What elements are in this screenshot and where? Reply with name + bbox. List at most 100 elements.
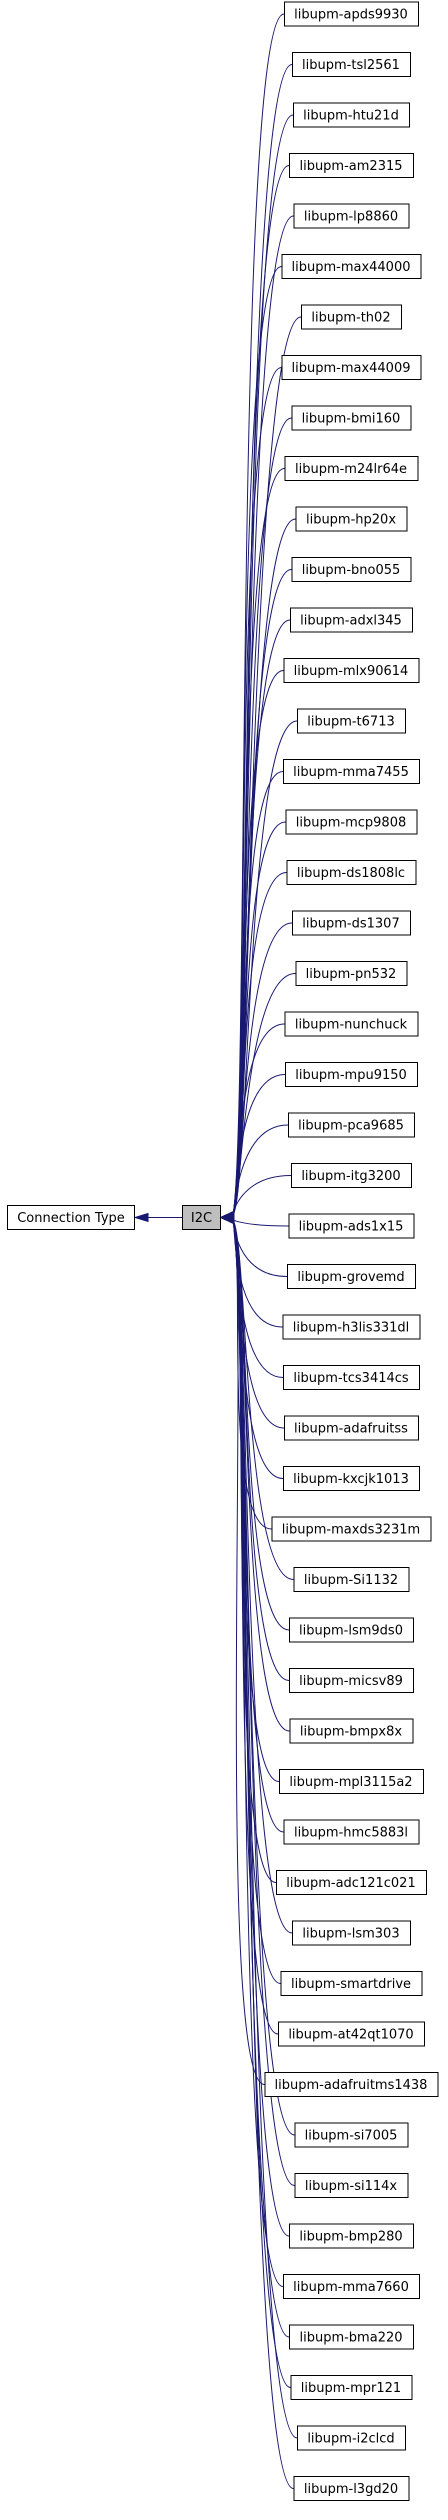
child-node[interactable]: libupm-am2315	[289, 153, 414, 178]
child-node[interactable]: libupm-tcs3414cs	[283, 1365, 420, 1390]
child-node[interactable]: libupm-lsm303	[292, 1920, 411, 1946]
child-node[interactable]: libupm-max44009	[281, 355, 422, 380]
child-node-box	[294, 2122, 409, 2148]
child-node-label: libupm-mpr121	[301, 2381, 401, 2396]
child-node-box	[284, 1011, 419, 1037]
child-node-box	[283, 658, 420, 683]
child-node[interactable]: libupm-ds1808lc	[286, 860, 417, 885]
child-node[interactable]: libupm-mma7660	[283, 2274, 420, 2299]
child-node[interactable]: libupm-at42qt1070	[278, 2021, 425, 2047]
child-node[interactable]: libupm-grovemd	[287, 1264, 416, 1289]
child-node-label: libupm-bma220	[299, 2331, 402, 2346]
child-node[interactable]: libupm-bmp280	[289, 2223, 414, 2249]
child-node[interactable]: libupm-max44000	[281, 254, 422, 279]
child-node-label: libupm-micsv89	[299, 1674, 403, 1689]
child-node[interactable]: libupm-bmpx8x	[289, 1718, 414, 1744]
child-node-box	[291, 1163, 412, 1188]
child-node-box	[288, 1213, 415, 1239]
child-node-box	[279, 1769, 424, 1794]
child-node-label: libupm-l3gd20	[304, 2482, 398, 2497]
child-node-label: libupm-tsl2561	[302, 58, 400, 73]
child-node[interactable]: libupm-smartdrive	[280, 1971, 423, 1996]
child-node-box	[285, 809, 418, 835]
child-node[interactable]: libupm-i2clcd	[297, 2425, 406, 2451]
child-node[interactable]: libupm-h3lis331dl	[282, 1314, 421, 1340]
edges-layer	[133, 13, 302, 2489]
child-node-box	[297, 2425, 406, 2451]
child-node-label: libupm-Si1132	[304, 1573, 398, 1588]
child-node-box	[283, 759, 420, 784]
child-node[interactable]: libupm-l3gd20	[293, 2476, 410, 2501]
child-node[interactable]: libupm-bmi160	[291, 405, 412, 431]
child-node[interactable]: libupm-si114x	[294, 2173, 409, 2198]
child-node[interactable]: libupm-mpr121	[290, 2375, 413, 2400]
child-node[interactable]: libupm-hp20x	[295, 506, 408, 532]
child-node-label: libupm-bmpx8x	[300, 1725, 402, 1740]
child-node-label: libupm-mma7660	[293, 2280, 409, 2295]
child-node[interactable]: libupm-mcp9808	[285, 809, 418, 835]
child-node-label: libupm-ds1307	[302, 917, 399, 932]
child-node-label: libupm-kxcjk1013	[293, 1472, 409, 1487]
dependency-edge	[232, 367, 282, 1216]
child-node[interactable]: libupm-tsl2561	[292, 52, 411, 77]
child-node[interactable]: libupm-hmc5883l	[283, 1819, 420, 1845]
child-node[interactable]: libupm-ads1x15	[288, 1213, 415, 1239]
child-node[interactable]: libupm-adc121c021	[276, 1870, 427, 1895]
child-node-label: libupm-smartdrive	[291, 1977, 411, 1992]
root-node[interactable]: Connection Type	[7, 1205, 135, 1230]
child-node-label: libupm-am2315	[299, 159, 402, 174]
child-node[interactable]: libupm-maxds3231m	[271, 1516, 432, 1542]
dependency-edge	[232, 1219, 293, 1934]
child-node[interactable]: libupm-ds1307	[292, 910, 411, 936]
child-node-box	[301, 304, 402, 330]
child-node[interactable]: libupm-apds9930	[284, 1, 419, 27]
child-node[interactable]: libupm-si7005	[294, 2122, 409, 2148]
child-node[interactable]: libupm-adxl345	[290, 607, 413, 633]
child-node[interactable]: libupm-bma220	[289, 2324, 414, 2350]
child-node[interactable]: libupm-Si1132	[293, 1567, 410, 1592]
child-node[interactable]: libupm-micsv89	[289, 1668, 414, 1693]
child-node[interactable]: libupm-lp8860	[293, 203, 410, 229]
child-node[interactable]: libupm-nunchuck	[284, 1011, 419, 1037]
child-node-box	[289, 1718, 414, 1744]
child-node[interactable]: libupm-m24lr64e	[284, 456, 419, 481]
child-node-box	[290, 607, 413, 633]
child-node[interactable]: libupm-kxcjk1013	[283, 1466, 420, 1491]
child-node[interactable]: libupm-th02	[301, 304, 402, 330]
child-node-box	[289, 2324, 414, 2350]
child-node[interactable]: libupm-mpl3115a2	[279, 1769, 424, 1794]
root-node-box	[7, 1205, 135, 1230]
children-layer: libupm-apds9930 libupm-tsl2561 libupm-htu2…	[264, 1, 439, 2501]
child-node[interactable]: libupm-itg3200	[291, 1163, 412, 1188]
child-node-label: libupm-grovemd	[297, 1270, 404, 1285]
child-node[interactable]: libupm-adafruitss	[284, 1415, 419, 1441]
child-node-label: libupm-si7005	[305, 2129, 398, 2144]
child-node[interactable]: libupm-mpu9150	[285, 1062, 418, 1087]
child-node[interactable]: libupm-mlx90614	[283, 658, 420, 683]
child-node-label: libupm-lsm303	[302, 1927, 399, 1942]
child-node-box	[293, 1567, 410, 1592]
child-node-label: libupm-adxl345	[300, 614, 402, 629]
child-node-box	[283, 1819, 420, 1845]
dependency-edge	[232, 670, 284, 1216]
child-node[interactable]: libupm-bno055	[291, 557, 412, 582]
child-node-label: libupm-at42qt1070	[288, 2028, 413, 2043]
child-node[interactable]: libupm-htu21d	[293, 102, 410, 128]
child-node[interactable]: libupm-lsm9ds0	[289, 1617, 414, 1643]
child-node[interactable]: libupm-adafruitms1438	[264, 2072, 439, 2097]
center-node[interactable]: I2C	[182, 1205, 221, 1230]
child-node[interactable]: libupm-pca9685	[288, 1112, 415, 1138]
child-node[interactable]: libupm-t6713	[297, 708, 406, 734]
dependency-edge	[232, 1219, 294, 2489]
child-node-box	[293, 203, 410, 229]
child-node-label: libupm-m24lr64e	[295, 462, 407, 477]
child-node-label: libupm-tcs3414cs	[293, 1371, 409, 1386]
child-node-label: libupm-hmc5883l	[294, 1826, 408, 1841]
child-node-label: libupm-apds9930	[294, 8, 408, 23]
child-node-box	[293, 102, 410, 128]
child-node[interactable]: libupm-pn532	[295, 961, 408, 986]
child-node-box	[288, 1112, 415, 1138]
child-node-label: libupm-si114x	[305, 2179, 398, 2194]
child-node-label: libupm-adafruitss	[294, 1422, 408, 1437]
child-node[interactable]: libupm-mma7455	[283, 759, 420, 784]
